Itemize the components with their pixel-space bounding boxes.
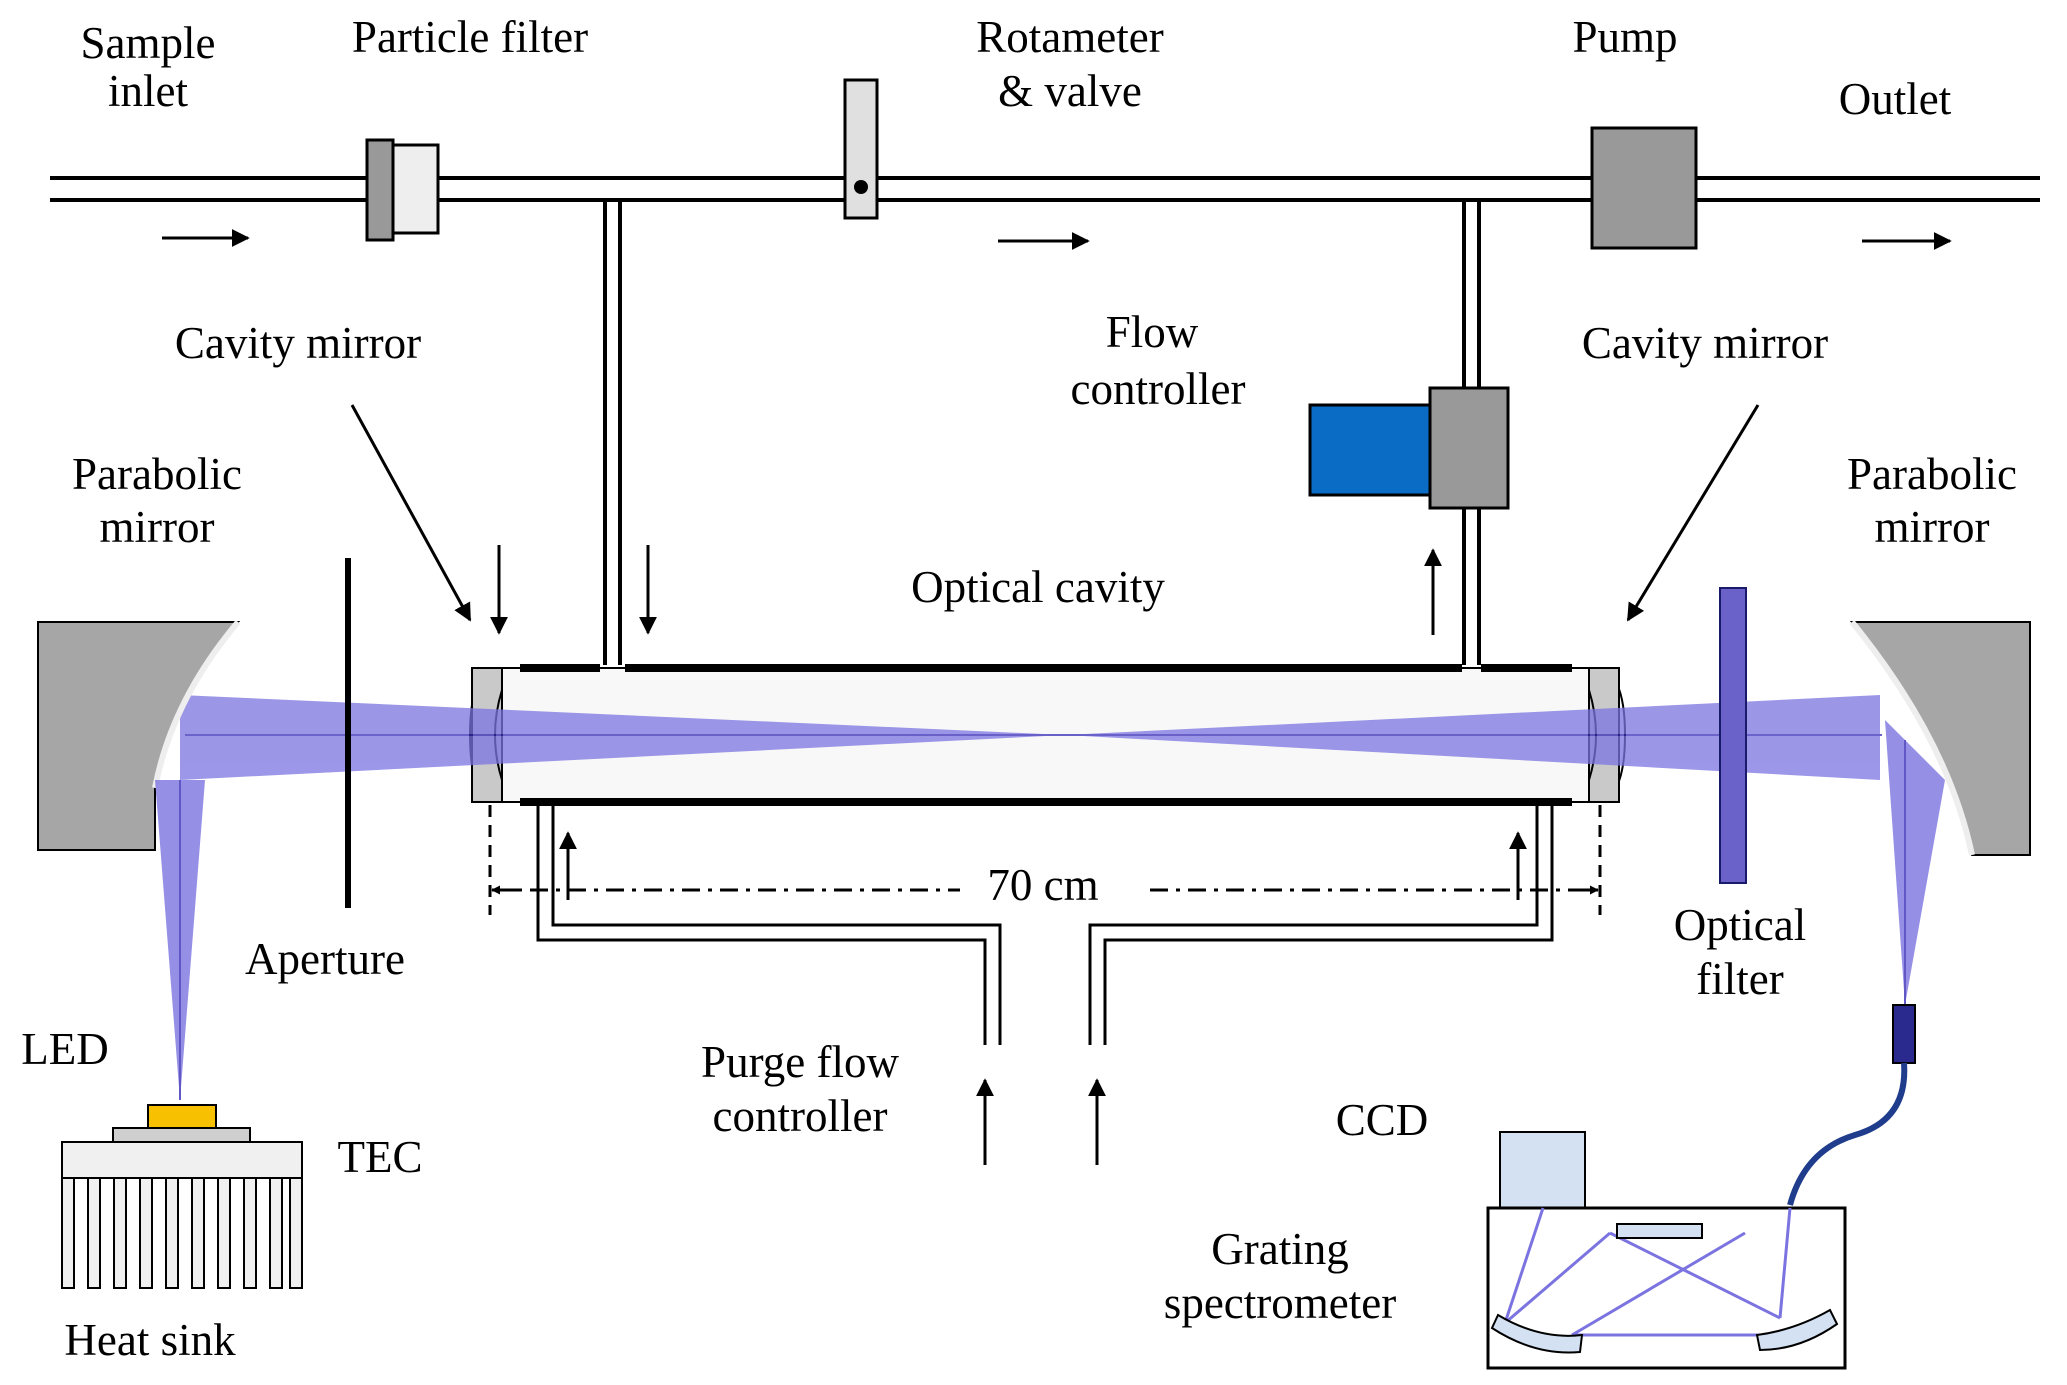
label-parabolic-mirror-left-line2: mirror	[99, 502, 215, 552]
rotameter-valve	[843, 78, 879, 220]
flow-arrows-main	[162, 229, 1952, 250]
detector-beam	[1885, 720, 1945, 1005]
fiber-connector	[1787, 1004, 1916, 1206]
label-sample-inlet-line2: inlet	[108, 66, 188, 116]
label-aperture: Aperture	[245, 934, 405, 984]
label-particle-filter: Particle filter	[351, 12, 589, 62]
label-optical-cavity: Optical cavity	[911, 562, 1165, 612]
main-gas-line	[50, 176, 2040, 202]
label-pump: Pump	[1572, 12, 1678, 62]
led-assembly	[61, 1104, 303, 1289]
heat-sink-fins	[61, 1177, 303, 1289]
label-rotameter-line1: Rotameter	[976, 12, 1164, 62]
label-parabolic-mirror-right-line1: Parabolic	[1847, 449, 2017, 499]
label-cavity-mirror-left: Cavity mirror	[174, 318, 422, 368]
label-outlet: Outlet	[1838, 74, 1952, 124]
label-purge-flow-controller-line1: Purge flow	[701, 1037, 899, 1087]
label-optical-filter-line2: filter	[1696, 954, 1784, 1004]
optical-filter	[1719, 587, 1747, 884]
label-heat-sink: Heat sink	[64, 1315, 236, 1365]
label-flow-controller-line1: Flow	[1105, 307, 1199, 357]
label-optical-filter-line1: Optical	[1673, 900, 1807, 950]
right-parabolic-mirror	[1849, 620, 2031, 856]
label-length: 70 cm	[987, 860, 1099, 910]
particle-filter	[365, 138, 440, 242]
grating-spectrometer	[1486, 1206, 1847, 1370]
label-parabolic-mirror-right-line2: mirror	[1874, 502, 1990, 552]
light-beam	[180, 695, 1882, 780]
label-grating-spectrometer-line1: Grating	[1211, 1224, 1349, 1274]
left-parabolic-mirror	[37, 620, 241, 851]
label-grating-spectrometer-line2: spectrometer	[1163, 1278, 1397, 1328]
purge-lines	[536, 806, 1554, 1165]
led-beam	[155, 780, 205, 1100]
label-ccd: CCD	[1335, 1095, 1429, 1145]
label-tec: TEC	[337, 1132, 423, 1182]
flow-controller	[1308, 386, 1510, 510]
ccd	[1499, 1131, 1586, 1209]
label-parabolic-mirror-left-line1: Parabolic	[72, 449, 242, 499]
label-rotameter-line2: & valve	[998, 66, 1142, 116]
callout-arrows	[350, 404, 1760, 622]
label-purge-flow-controller-line2: controller	[712, 1091, 888, 1141]
pump	[1590, 126, 1698, 250]
label-led: LED	[21, 1024, 109, 1074]
label-cavity-mirror-right: Cavity mirror	[1581, 318, 1829, 368]
label-flow-controller-line2: controller	[1070, 364, 1246, 414]
inlet-tube	[490, 200, 657, 665]
length-dimension	[488, 805, 1602, 915]
label-sample-inlet-line1: Sample	[80, 18, 216, 68]
